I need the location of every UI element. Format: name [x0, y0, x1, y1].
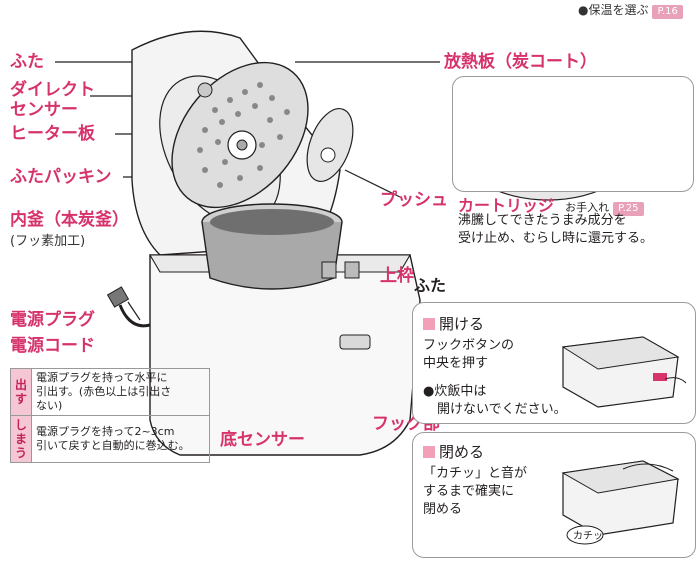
- label-push: プッシュ: [380, 190, 448, 210]
- label-inner-pot: 内釜（本炭釜）: [10, 210, 129, 230]
- label-bottom-sensor: 底センサー: [220, 430, 305, 450]
- open-note-1: ●炊飯中は: [423, 383, 486, 400]
- close-desc-1: 「カチッ」と音が: [423, 465, 527, 482]
- cartridge-desc-2: 受け止め、むらし時に還元する。: [458, 230, 653, 247]
- open-note-2: 開けないでください。: [437, 401, 567, 418]
- open-lid-illustration: [553, 317, 688, 412]
- cord-operation-table: 出す 電源プラグを持って水平に 引出す。(赤色以上は引出さ ない) しまう 電源…: [10, 368, 210, 463]
- open-desc-1: フックボタンの: [423, 337, 514, 354]
- close-title-row: 閉める: [423, 441, 484, 462]
- row-head-pull-out: 出す: [11, 369, 32, 416]
- close-desc-2: するまで確実に: [423, 483, 514, 500]
- label-power-cord: 電源コード: [10, 336, 95, 356]
- lid-section-title: ふた: [414, 272, 446, 296]
- label-lid-packing: ふたパッキン: [10, 167, 112, 187]
- label-inner-pot-sub: (フッ素加工): [10, 234, 85, 250]
- open-lid-box: 開ける フックボタンの 中央を押す ●炊飯中は 開けないでください。: [412, 302, 696, 424]
- label-direct-sensor-2: センサー: [10, 100, 78, 120]
- pink-square-icon: [423, 318, 435, 330]
- table-row: しまう 電源プラグを持って2~3cm 引いて戻すと自動的に巻込む。: [11, 416, 210, 463]
- label-heat-plate: 放熱板（炭コート）: [444, 52, 597, 72]
- open-desc-2: 中央を押す: [423, 355, 488, 372]
- click-sound-label: カチッ: [573, 527, 603, 542]
- open-title-row: 開ける: [423, 313, 484, 334]
- row-text-pull-out: 電源プラグを持って水平に 引出す。(赤色以上は引出さ ない): [32, 369, 210, 416]
- cartridge-desc-1: 沸騰してできたうまみ成分を: [458, 212, 627, 229]
- cartridge-image-box: [452, 76, 694, 192]
- label-upper-frame: 上枠: [380, 266, 414, 286]
- row-head-store: しまう: [11, 416, 32, 463]
- label-power-plug: 電源プラグ: [10, 310, 95, 330]
- close-desc-3: 閉める: [423, 501, 462, 518]
- label-direct-sensor-1: ダイレクト: [10, 80, 95, 100]
- pink-square-icon: [423, 446, 435, 458]
- close-lid-box: 閉める 「カチッ」と音が するまで確実に 閉める カチッ: [412, 432, 696, 558]
- label-heater-plate: ヒーター板: [10, 124, 95, 144]
- table-row: 出す 電源プラグを持って水平に 引出す。(赤色以上は引出さ ない): [11, 369, 210, 416]
- label-lid: ふた: [10, 52, 44, 72]
- row-text-store: 電源プラグを持って2~3cm 引いて戻すと自動的に巻込む。: [32, 416, 210, 463]
